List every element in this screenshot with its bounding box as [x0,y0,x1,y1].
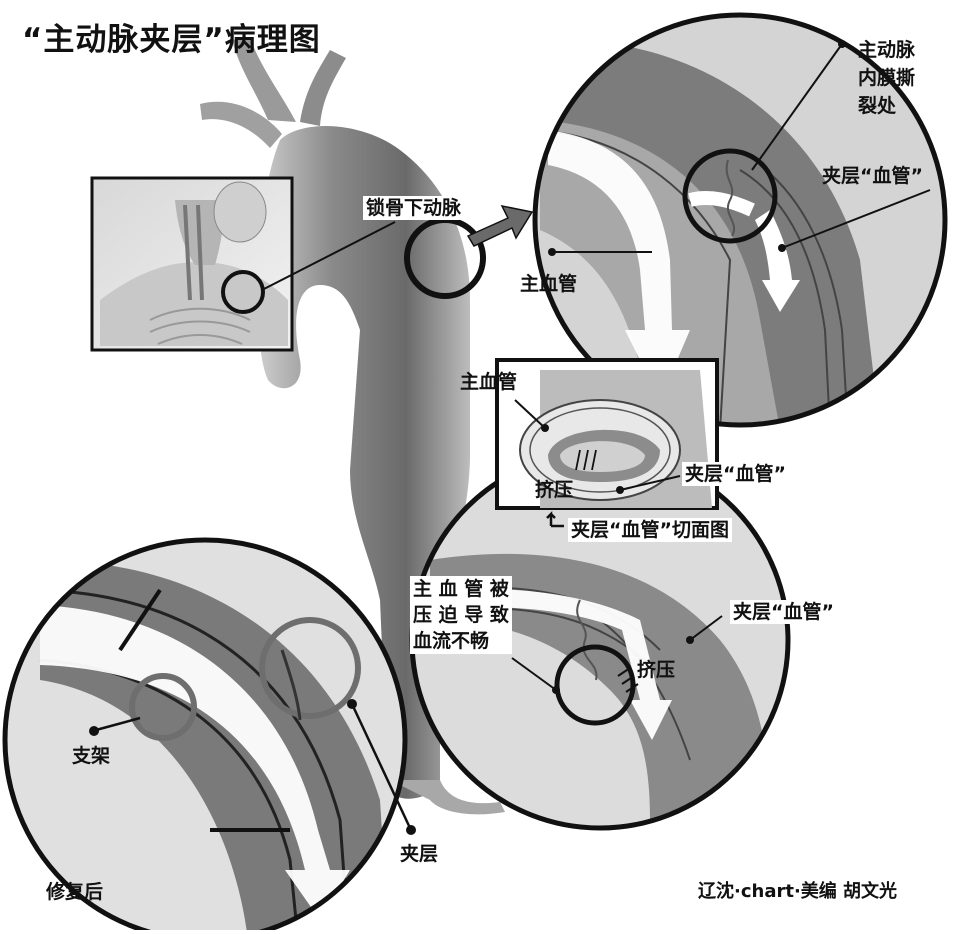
zoom-arrow-icon [466,204,534,247]
caption-arrow-icon [546,510,564,528]
tear-marker-circle [682,148,778,244]
subclavian-marker-circle [404,217,486,299]
compression-marker-circle [554,644,636,726]
photo-connector-line [261,221,396,291]
label-compressed-note: 主 血 管 被 压 迫 导 致 血流不畅 [410,576,512,654]
label-subclavian-artery: 锁骨下动脉 [363,196,465,220]
label-stent: 支架 [72,745,111,767]
repair-zoom-circle [2,537,416,934]
label-intimal-tear: 主动脉 内膜撕 裂处 [858,36,915,120]
label-intimal-tear-line: 主动脉 [858,39,916,61]
stent-marker-circle [129,673,197,741]
label-false-lumen-mid: 夹层“血管” [730,600,837,624]
credit-line: 辽沈·chart·美编 胡文光 [698,881,898,902]
label-false-lumen-top: 夹层“血管” [822,165,923,187]
label-squeeze-inset: 挤压 [535,479,574,501]
top-zoom-circle [532,12,948,428]
label-true-lumen-inset: 主血管 [460,371,518,393]
label-cross-section-caption: 夹层“血管”切面图 [568,518,732,542]
cross-section-inset [495,358,719,528]
label-true-lumen-top: 主血管 [520,273,578,295]
label-intimal-tear-line: 裂处 [858,95,897,117]
label-squeeze-mid: 挤压 [637,659,676,681]
patient-photo-inset [90,176,294,352]
label-after-repair: 修复后 [46,881,104,903]
label-compressed-note-line: 血流不畅 [413,630,490,652]
label-compressed-note-line: 压 迫 导 致 [413,604,509,626]
label-false-lumen-inset: 夹层“血管” [682,462,789,486]
label-intimal-tear-line: 内膜撕 [858,67,916,89]
label-compressed-note-line: 主 血 管 被 [413,578,509,600]
page-title: “主动脉夹层”病理图 [22,22,321,58]
label-dissection: 夹层 [400,843,439,865]
dissection-marker-circle [259,617,361,719]
